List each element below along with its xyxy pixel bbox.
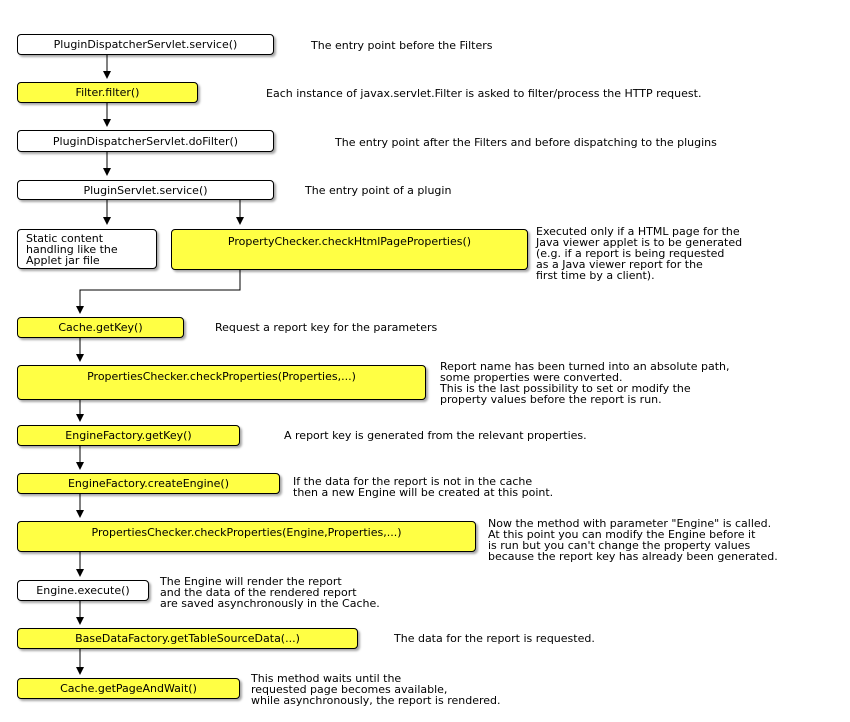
note-request-report-key: Request a report key for the parameters: [215, 321, 438, 334]
note-html-page-only: Executed only if a HTML page for the Jav…: [536, 225, 743, 282]
node-engine-execute: Engine.execute(): [17, 580, 149, 601]
note-new-engine: If the data for the report is not in the…: [293, 475, 554, 499]
note-report-key-generated: A report key is generated from the relev…: [284, 429, 587, 442]
node-label: PropertiesChecker.checkProperties(Engine…: [91, 526, 402, 539]
note-entry-before-filters: The entry point before the Filters: [311, 39, 493, 52]
node-label: Cache.getPageAndWait(): [60, 682, 197, 695]
node-label: PropertiesChecker.checkProperties(Proper…: [87, 370, 356, 383]
node-label: Engine.execute(): [36, 584, 130, 597]
node-static-content: Static content handling like the Applet …: [17, 229, 157, 269]
node-filter-filter: Filter.filter(): [17, 82, 198, 103]
note-report-name-converted: Report name has been turned into an abso…: [440, 360, 730, 406]
node-label: PluginDispatcherServlet.doFilter(): [52, 134, 239, 148]
node-check-html-page-properties: PropertyChecker.checkHtmlPageProperties(…: [171, 229, 528, 270]
node-label: PluginServlet.service(): [83, 183, 208, 197]
node-basedatafactory-gettablesourcedata: BaseDataFactory.getTableSourceData(...): [17, 628, 358, 649]
node-label: PropertyChecker.checkHtmlPageProperties(…: [227, 235, 472, 248]
arrow-6-7: [76, 270, 241, 314]
note-engine-parameter: Now the method with parameter "Engine" i…: [488, 517, 778, 563]
node-label: EngineFactory.getKey(): [65, 429, 192, 442]
node-label: EngineFactory.createEngine(): [67, 477, 229, 490]
node-label: Cache.getKey(): [58, 321, 143, 334]
note-filter-process: Each instance of javax.servlet.Filter is…: [266, 87, 702, 100]
note-wait-page: This method waits until the requested pa…: [251, 672, 501, 707]
node-enginefactory-getkey: EngineFactory.getKey(): [17, 425, 240, 446]
node-plugin-servlet-service: PluginServlet.service(): [17, 180, 274, 200]
note-entry-plugin: The entry point of a plugin: [305, 184, 452, 197]
note-engine-render: The Engine will render the report and th…: [160, 575, 380, 610]
node-label: PluginDispatcherServlet.service(): [53, 38, 238, 51]
node-cache-getkey: Cache.getKey(): [17, 317, 184, 338]
note-data-requested: The data for the report is requested.: [394, 632, 595, 645]
node-label: Filter.filter(): [75, 86, 140, 99]
note-entry-after-filters: The entry point after the Filters and be…: [335, 136, 717, 149]
node-cache-getpageandwait: Cache.getPageAndWait(): [17, 678, 240, 699]
node-plugin-dispatcher-dofilter: PluginDispatcherServlet.doFilter(): [17, 130, 274, 152]
node-check-properties: PropertiesChecker.checkProperties(Proper…: [17, 365, 426, 400]
node-label: BaseDataFactory.getTableSourceData(...): [75, 632, 300, 645]
node-plugin-dispatcher-service: PluginDispatcherServlet.service(): [17, 34, 274, 55]
node-check-properties-engine: PropertiesChecker.checkProperties(Engine…: [17, 521, 476, 552]
node-enginefactory-createengine: EngineFactory.createEngine(): [17, 473, 280, 494]
node-label: Static content handling like the Applet …: [26, 232, 118, 267]
